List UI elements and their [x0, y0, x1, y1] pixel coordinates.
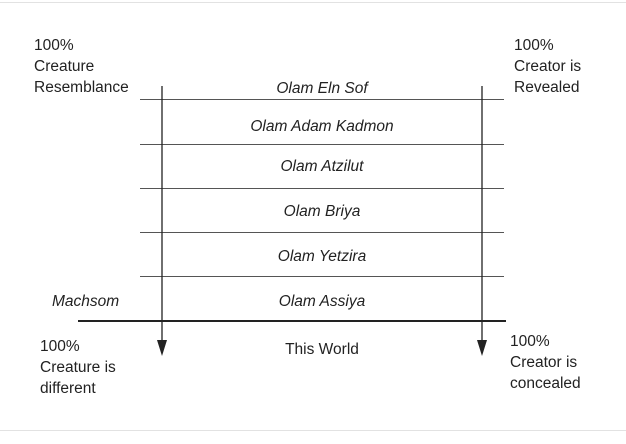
machsom-label: Machsom [52, 293, 120, 310]
separator-line-5 [140, 276, 504, 277]
bottom-left-line-1: 100% [40, 338, 80, 355]
bottom-right-line-1: 100% [510, 333, 550, 350]
bottom-border [0, 430, 626, 431]
right-arrow-head [477, 340, 487, 356]
separator-line-4 [140, 232, 504, 233]
bottom-right-line-3: concealed [510, 375, 581, 392]
bottom-left-line-2: Creature is [40, 359, 116, 376]
world-label-adam-kadmon: Olam Adam Kadmon [250, 118, 394, 135]
top-border [0, 2, 626, 3]
separator-line-3 [140, 188, 504, 189]
top-right-line-3: Revealed [514, 79, 580, 96]
top-left-line-1: 100% [34, 37, 74, 54]
top-left-line-3: Resemblance [34, 79, 129, 96]
world-label-briya: Olam Briya [283, 203, 361, 220]
left-arrow-head [157, 340, 167, 356]
world-label-atzilut: Olam Atzilut [280, 158, 364, 175]
separator-line-2 [140, 144, 504, 145]
top-left-line-2: Creature [34, 58, 95, 75]
top-right-line-2: Creator is [514, 58, 582, 75]
top-right-line-1: 100% [514, 37, 554, 54]
bottom-right-line-2: Creator is [510, 354, 578, 371]
this-world-label: This World [285, 341, 359, 358]
machsom-line [78, 320, 506, 322]
bottom-left-line-3: different [40, 380, 96, 397]
world-label-assiya: Olam Assiya [278, 293, 366, 310]
world-label-ein-sof: Olam Eln Sof [276, 80, 368, 97]
world-label-yetzira: Olam Yetzira [277, 248, 367, 265]
separator-line-1 [140, 99, 504, 100]
